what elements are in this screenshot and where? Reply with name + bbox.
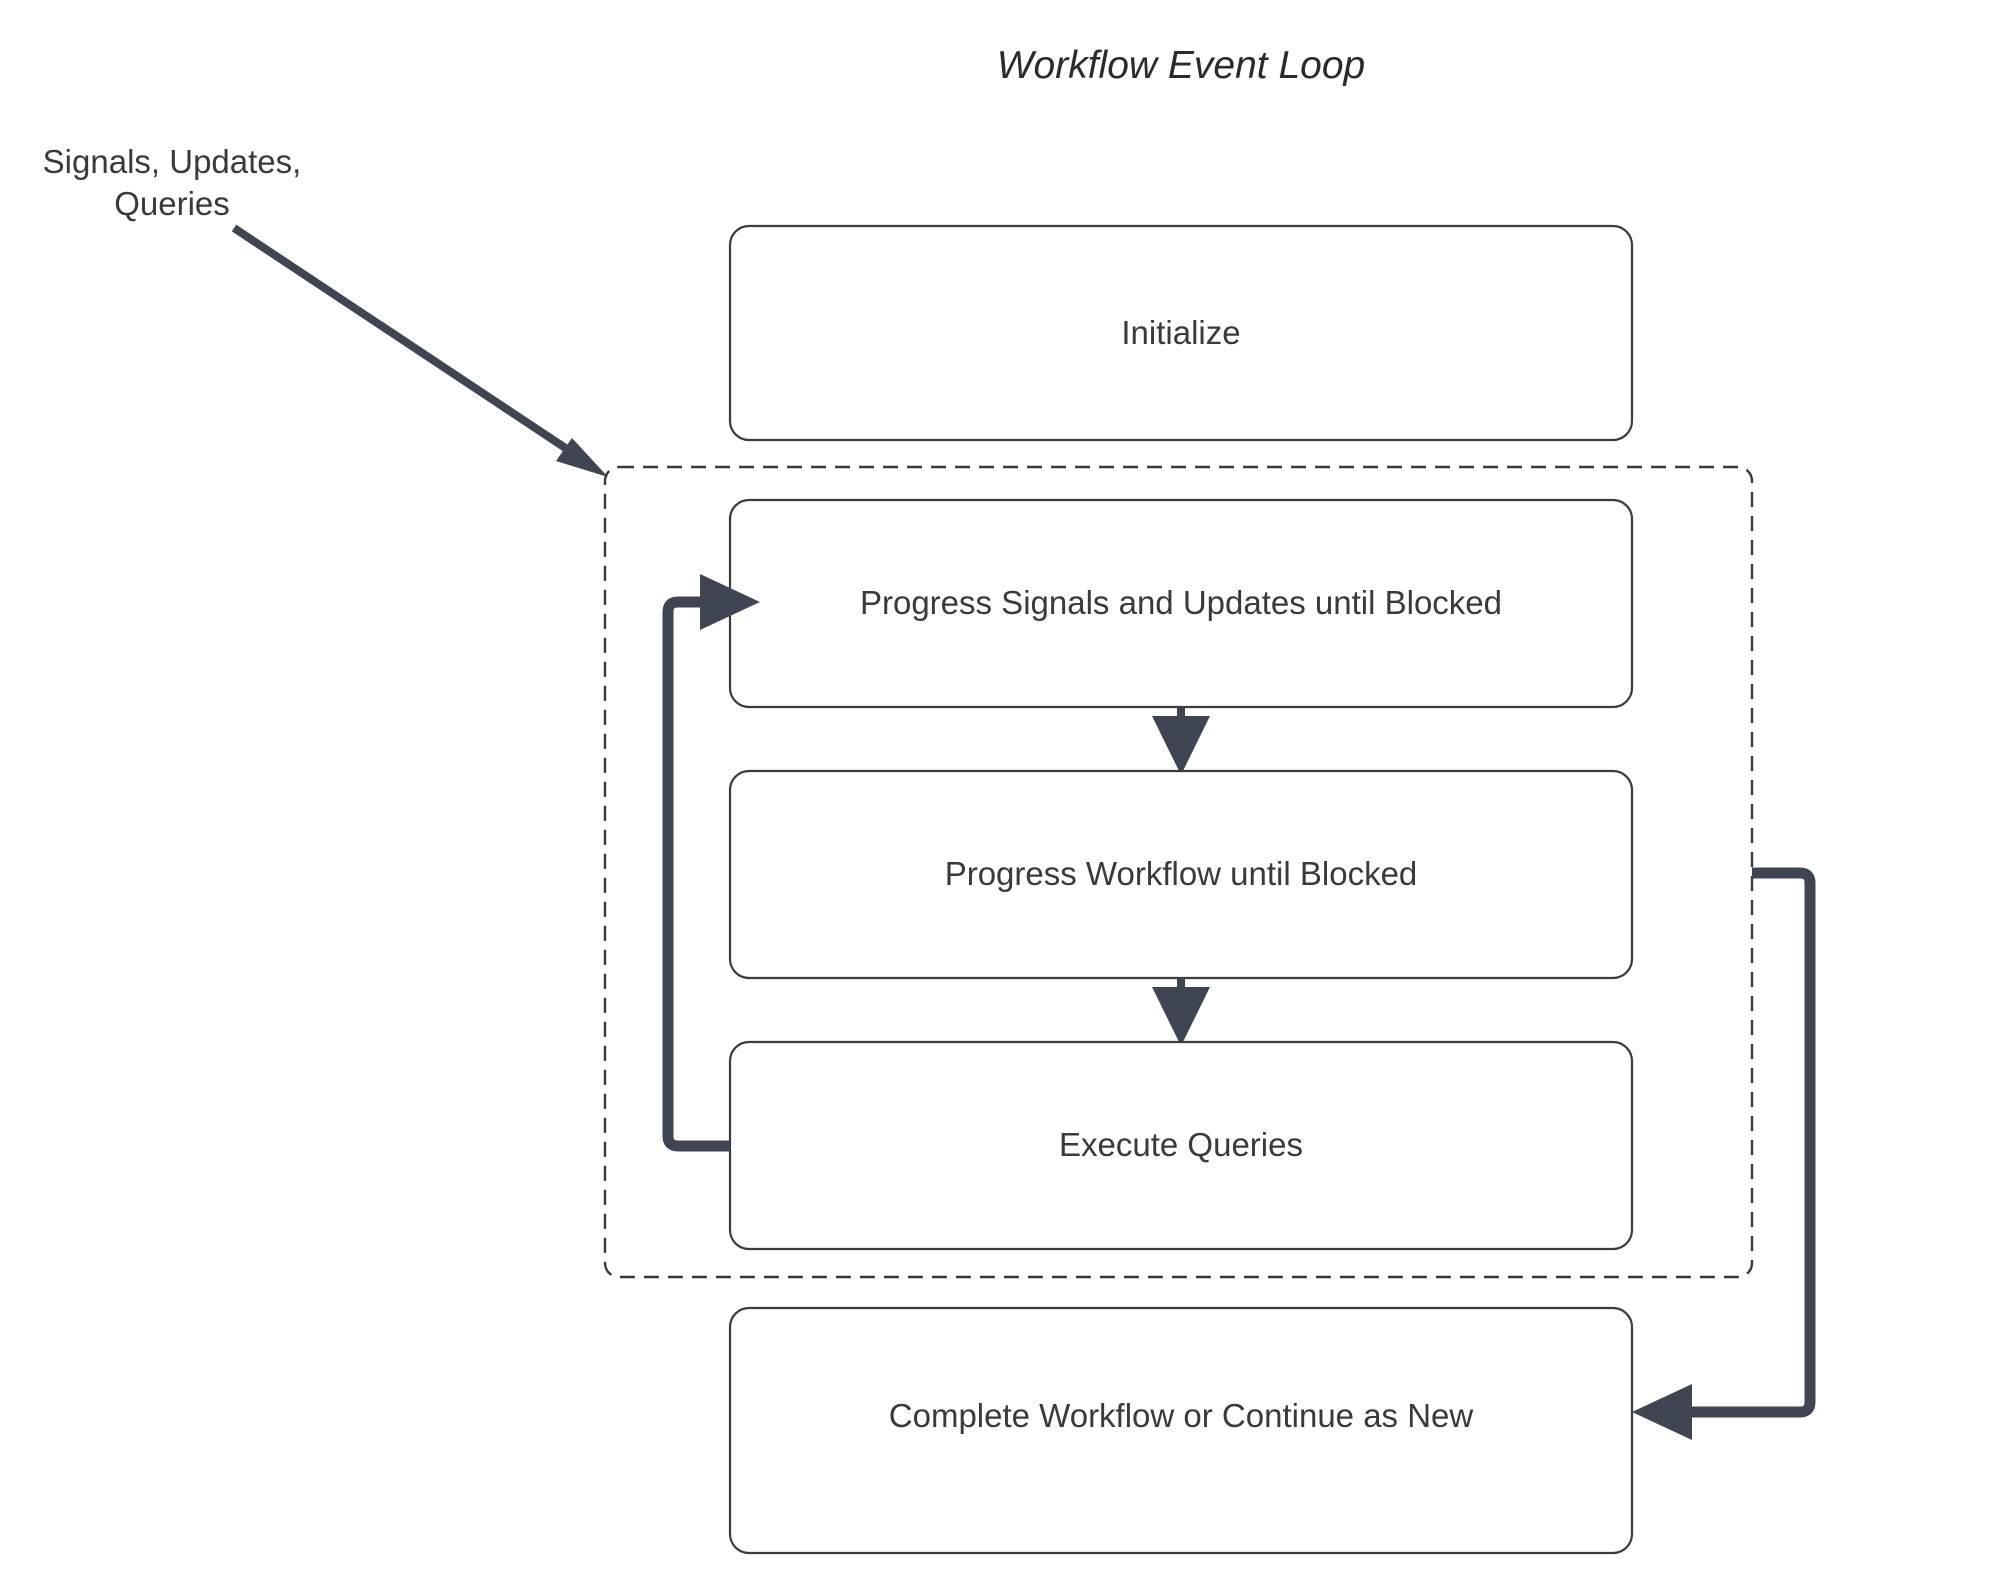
node-complete-workflow-label: Complete Workflow or Continue as New [889,1397,1474,1434]
edge-external-to-loop-arrowhead [556,438,608,477]
edge-loop-to-complete-path [1662,867,1816,1418]
edge-queries-to-signals-path [662,596,730,1152]
node-progress-workflow-label: Progress Workflow until Blocked [945,855,1418,892]
node-execute-queries: Execute Queries [728,1040,1634,1251]
edge-loop-to-complete-arrowhead [1632,1384,1692,1440]
node-execute-queries-label: Execute Queries [1059,1126,1303,1163]
edge-external-to-loop-line [231,224,591,467]
external-input-label-line1: Signals, Updates, [43,143,302,180]
event-loop-group-border [603,465,1754,1279]
edge-external-to-loop [231,224,608,477]
node-initialize-shape [728,224,1634,442]
edge-queries-to-signals [662,574,760,1152]
node-complete-workflow: Complete Workflow or Continue as New [728,1306,1634,1555]
diagram-title: Workflow Event Loop [997,44,1366,87]
edge-workflow-to-queries-arrowhead [1152,987,1210,1046]
edge-workflow-to-queries [1152,978,1210,1046]
edge-queries-to-signals-arrowhead [700,574,760,630]
edge-loop-to-complete [1632,867,1816,1440]
node-initialize-label: Initialize [1121,314,1240,351]
edge-signals-to-workflow-arrowhead [1152,716,1210,775]
node-progress-signals-label: Progress Signals and Updates until Block… [860,584,1502,621]
node-initialize: Initialize [728,224,1634,442]
edge-signals-to-workflow [1152,707,1210,775]
node-complete-workflow-shape [728,1306,1634,1555]
node-progress-workflow: Progress Workflow until Blocked [728,769,1634,980]
external-input-label-line2: Queries [114,185,230,222]
node-progress-signals: Progress Signals and Updates until Block… [728,498,1634,709]
